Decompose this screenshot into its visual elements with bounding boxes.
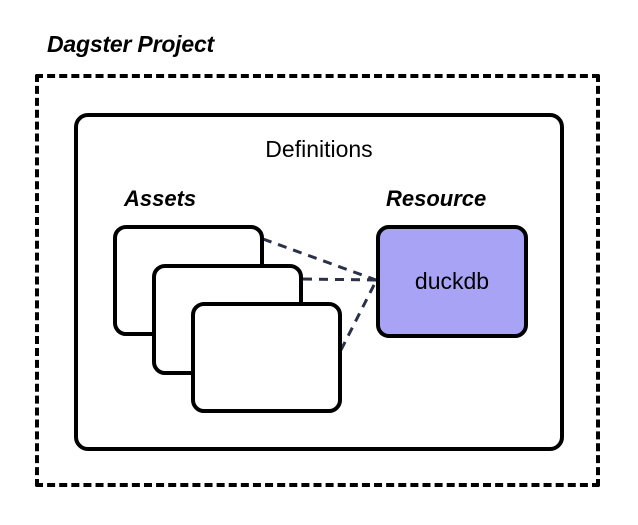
definitions-title: Definitions <box>265 136 373 162</box>
assets-group-label: Assets <box>124 186 197 211</box>
resource-group-label: Resource <box>386 186 487 211</box>
dagster-project-boundary <box>35 74 600 487</box>
duckdb-resource-label: duckdb <box>414 268 490 294</box>
asset-card[interactable] <box>191 302 342 413</box>
duckdb-resource-node[interactable]: duckdb <box>376 225 528 338</box>
project-title: Dagster Project <box>47 31 215 57</box>
